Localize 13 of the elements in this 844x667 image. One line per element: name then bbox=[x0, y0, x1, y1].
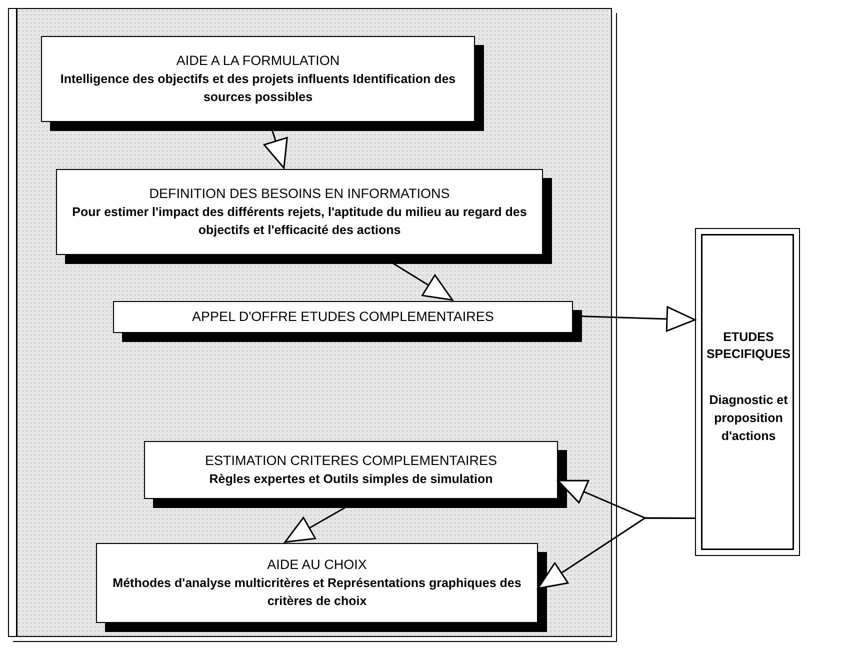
box-description: Règles expertes et Outils simples de simulation bbox=[208, 471, 494, 488]
arrow bbox=[537, 517, 695, 590]
box-heading: AIDE A LA FORMULATION bbox=[175, 52, 341, 70]
box-description: Pour estimer l'impact des différents rejets, l'aptitude du milieu au regard des objectifs et l'efficacité des actions bbox=[71, 204, 528, 240]
box-heading: AIDE AU CHOIX bbox=[266, 556, 368, 574]
box-heading: ESTIMATION CRITERES COMPLEMENTAIRES bbox=[204, 452, 498, 470]
box-description: Intelligence des objectifs et des projets influents Identification des sources possibles bbox=[59, 70, 457, 106]
box-heading: DEFINITION DES BESOINS EN INFORMATIONS bbox=[148, 184, 451, 203]
box-description: Diagnostic et proposition d'actions bbox=[708, 392, 789, 445]
side-box bbox=[695, 228, 800, 556]
box-description: Méthodes d'analyse multicritères et Représentations graphiques des critères de choix bbox=[112, 574, 522, 610]
box-heading: ETUDES SPECIFIQUES bbox=[706, 329, 791, 363]
box-heading: APPEL D'OFFRE ETUDES COMPLEMENTAIRES bbox=[191, 308, 495, 326]
